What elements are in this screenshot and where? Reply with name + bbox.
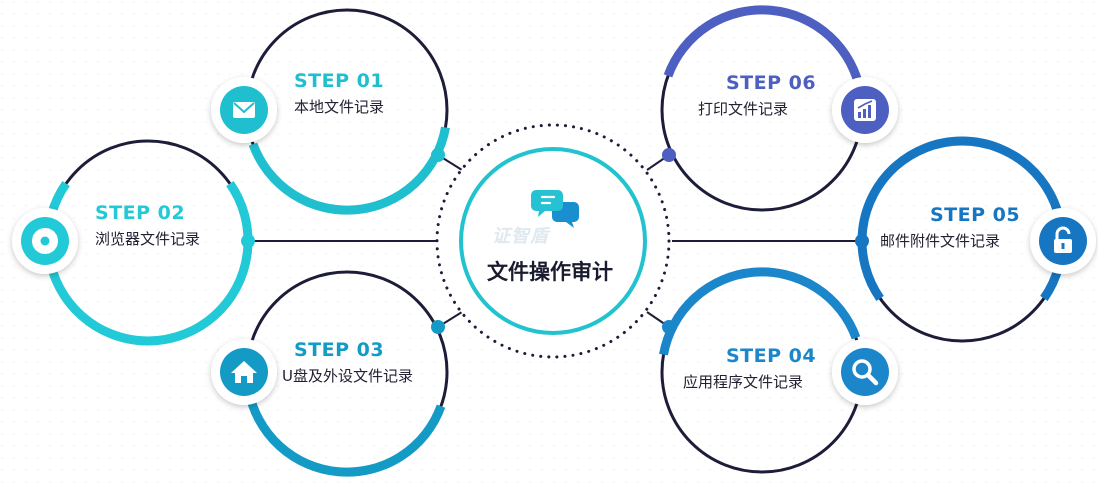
step-icon-badges xyxy=(12,77,1096,405)
home-icon xyxy=(211,339,277,405)
chat-bubbles-icon xyxy=(531,190,579,228)
step-06-label: 打印文件记录 xyxy=(698,100,789,118)
step-04-title: STEP 04 xyxy=(726,345,817,367)
connector-dot-02 xyxy=(241,234,255,248)
ring-arc-04 xyxy=(659,267,861,356)
step-06-label-group: STEP 06 打印文件记录 xyxy=(698,72,816,119)
step-04-label: 应用程序文件记录 xyxy=(683,373,804,391)
step-04-label-group: STEP 04 应用程序文件记录 xyxy=(683,345,816,392)
step-03-label: U盘及外设文件记录 xyxy=(282,367,413,385)
step-01-label: 本地文件记录 xyxy=(294,98,385,116)
connector-dot-03 xyxy=(431,320,445,334)
lock-icon xyxy=(1030,208,1096,274)
watermark-text: 证智盾 xyxy=(492,226,549,247)
step-05-label-group: STEP 05 邮件附件文件记录 xyxy=(880,204,1020,251)
connector-dot-05 xyxy=(855,234,869,248)
step-rings xyxy=(43,5,1067,477)
gear-icon xyxy=(12,208,78,274)
search-icon xyxy=(832,339,898,405)
envelope-icon xyxy=(211,77,277,143)
connector-dot-06 xyxy=(662,148,676,162)
step-02-label-group: STEP 02 浏览器文件记录 xyxy=(95,202,200,249)
step-06-title: STEP 06 xyxy=(726,72,817,94)
step-03-label-group: STEP 03 U盘及外设文件记录 xyxy=(282,339,413,386)
center-title: 文件操作审计 xyxy=(487,260,613,284)
bar-chart-icon xyxy=(832,77,898,143)
step-02-title: STEP 02 xyxy=(95,202,186,224)
step-05-title: STEP 05 xyxy=(930,204,1021,226)
ring-arc-06 xyxy=(663,5,865,94)
connector-dot-04 xyxy=(662,320,676,334)
center-inner-ring xyxy=(459,147,647,335)
connector-dot-01 xyxy=(431,148,445,162)
step-01-label-group: STEP 01 本地文件记录 xyxy=(294,70,384,117)
step-01-title: STEP 01 xyxy=(294,70,385,92)
step-02-label: 浏览器文件记录 xyxy=(95,230,201,248)
center-hub xyxy=(435,123,671,359)
ring-arc-03 xyxy=(244,388,446,477)
step-05-label: 邮件附件文件记录 xyxy=(880,232,1001,250)
step-03-title: STEP 03 xyxy=(294,339,385,361)
ring-arc-01 xyxy=(248,126,450,215)
